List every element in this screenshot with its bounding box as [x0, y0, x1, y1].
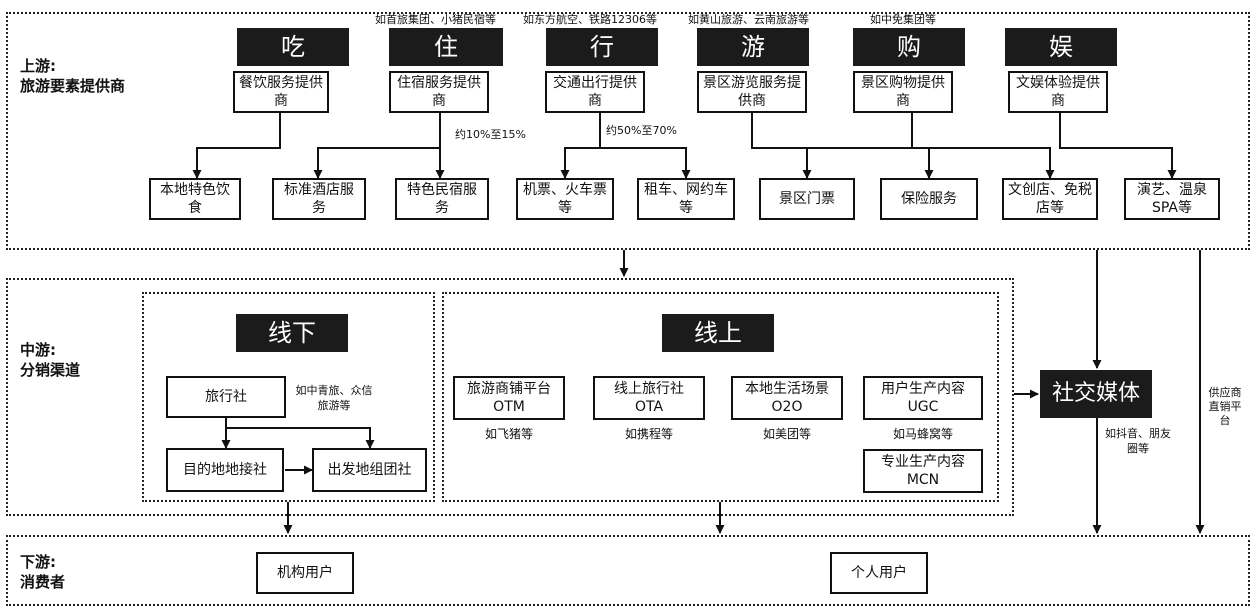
upstream-section: [6, 12, 1250, 250]
individual-user-box: 个人用户: [830, 552, 928, 594]
upstream-label: 上游: 旅游要素提供商: [20, 56, 125, 96]
product-duty-free: 文创店、免税店等: [1002, 178, 1098, 220]
upstream-label-line2: 旅游要素提供商: [20, 77, 126, 95]
transport-share-note: 约50%至70%: [606, 124, 677, 137]
channel-mcn: 专业生产内容 MCN: [863, 449, 983, 493]
provider-shopping: 景区购物提供商: [853, 71, 953, 113]
midstream-label: 中游: 分销渠道: [20, 340, 80, 380]
channel-otm: 旅游商铺平台 OTM: [453, 376, 565, 420]
channel-ota: 线上旅行社 OTA: [593, 376, 705, 420]
provider-tour: 景区游览服务提供商: [697, 71, 807, 113]
channel-otm-note: 如飞猪等: [484, 427, 533, 441]
product-insurance: 保险服务: [880, 178, 978, 220]
channel-ugc-note: 如马蜂窝等: [892, 427, 953, 441]
midstream-label-line2: 分销渠道: [20, 361, 81, 379]
provider-entertainment: 文娱体验提供商: [1008, 71, 1108, 113]
arrow-transport-tickets: [560, 111, 601, 179]
provider-transport: 交通出行提供商: [545, 71, 645, 113]
category-tag-shopping: 购: [853, 28, 965, 66]
downstream-label: 下游: 消费者: [20, 552, 65, 592]
product-standard-hotel: 标准酒店服务: [272, 178, 366, 220]
product-shows-spa: 演艺、温泉SPA等: [1124, 178, 1220, 220]
tour-examples-note: 如黄山旅游、云南旅游等: [688, 13, 809, 26]
travel-agency-note: 如中青旅、众信旅游等: [295, 384, 373, 412]
product-scenic-tickets: 景区门票: [759, 178, 855, 220]
offline-title: 线下: [236, 314, 348, 352]
arrow-transport-rental: [600, 147, 691, 179]
arrow-entertainment-shows: [1059, 111, 1177, 179]
origin-agency-box: 出发地组团社: [312, 448, 427, 492]
local-agency-box: 目的地地接社: [166, 448, 284, 492]
upstream-label-line1: 上游:: [20, 57, 56, 75]
category-tag-transport: 行: [546, 28, 658, 66]
product-local-food: 本地特色饮食: [149, 178, 241, 220]
provider-dining: 餐饮服务提供商: [233, 71, 329, 113]
online-title: 线上: [662, 314, 774, 352]
product-car-rental: 租车、网约车等: [637, 178, 735, 220]
midstream-label-line1: 中游:: [20, 341, 56, 359]
arrow-tour-insurance: [807, 147, 934, 179]
provider-lodging: 住宿服务提供商: [389, 71, 489, 113]
category-tag-entertainment: 娱: [1005, 28, 1117, 66]
category-tag-lodging: 住: [389, 28, 503, 66]
arrow-shopping-stores: [911, 111, 1055, 179]
arrow-tour-tickets: [751, 111, 812, 179]
category-tag-dining: 吃: [237, 28, 349, 66]
direct-sales-note: 供应商直销平台: [1208, 386, 1242, 427]
lodging-share-note: 约10%至15%: [455, 128, 526, 141]
arrow-dining-local-food: [192, 111, 281, 179]
product-air-rail-tickets: 机票、火车票等: [516, 178, 614, 220]
category-tag-tour: 游: [697, 28, 809, 66]
offline-group: [142, 292, 435, 502]
midstream-section: [6, 278, 1014, 516]
product-homestay: 特色民宿服务: [395, 178, 489, 220]
social-media-box: 社交媒体: [1040, 370, 1152, 418]
arrow-agency-to-origin: [226, 427, 375, 449]
online-group: [442, 292, 999, 502]
downstream-section: [6, 535, 1250, 606]
channel-o2o: 本地生活场景 O2O: [731, 376, 843, 420]
arrow-lodging-hotel: [313, 147, 440, 179]
social-media-note: 如抖音、朋友圈等: [1105, 427, 1171, 455]
channel-o2o-note: 如美团等: [762, 427, 811, 441]
lodging-examples-note: 如首旅集团、小猪民宿等: [375, 13, 496, 26]
channel-ota-note: 如携程等: [624, 427, 673, 441]
shopping-examples-note: 如中免集团等: [870, 13, 936, 26]
transport-examples-note: 如东方航空、铁路12306等: [523, 13, 657, 26]
travel-agency-box: 旅行社: [166, 376, 286, 418]
downstream-label-line1: 下游:: [20, 553, 56, 571]
channel-ugc: 用户生产内容 UGC: [863, 376, 983, 420]
downstream-label-line2: 消费者: [20, 573, 66, 591]
institutional-user-box: 机构用户: [256, 552, 354, 594]
